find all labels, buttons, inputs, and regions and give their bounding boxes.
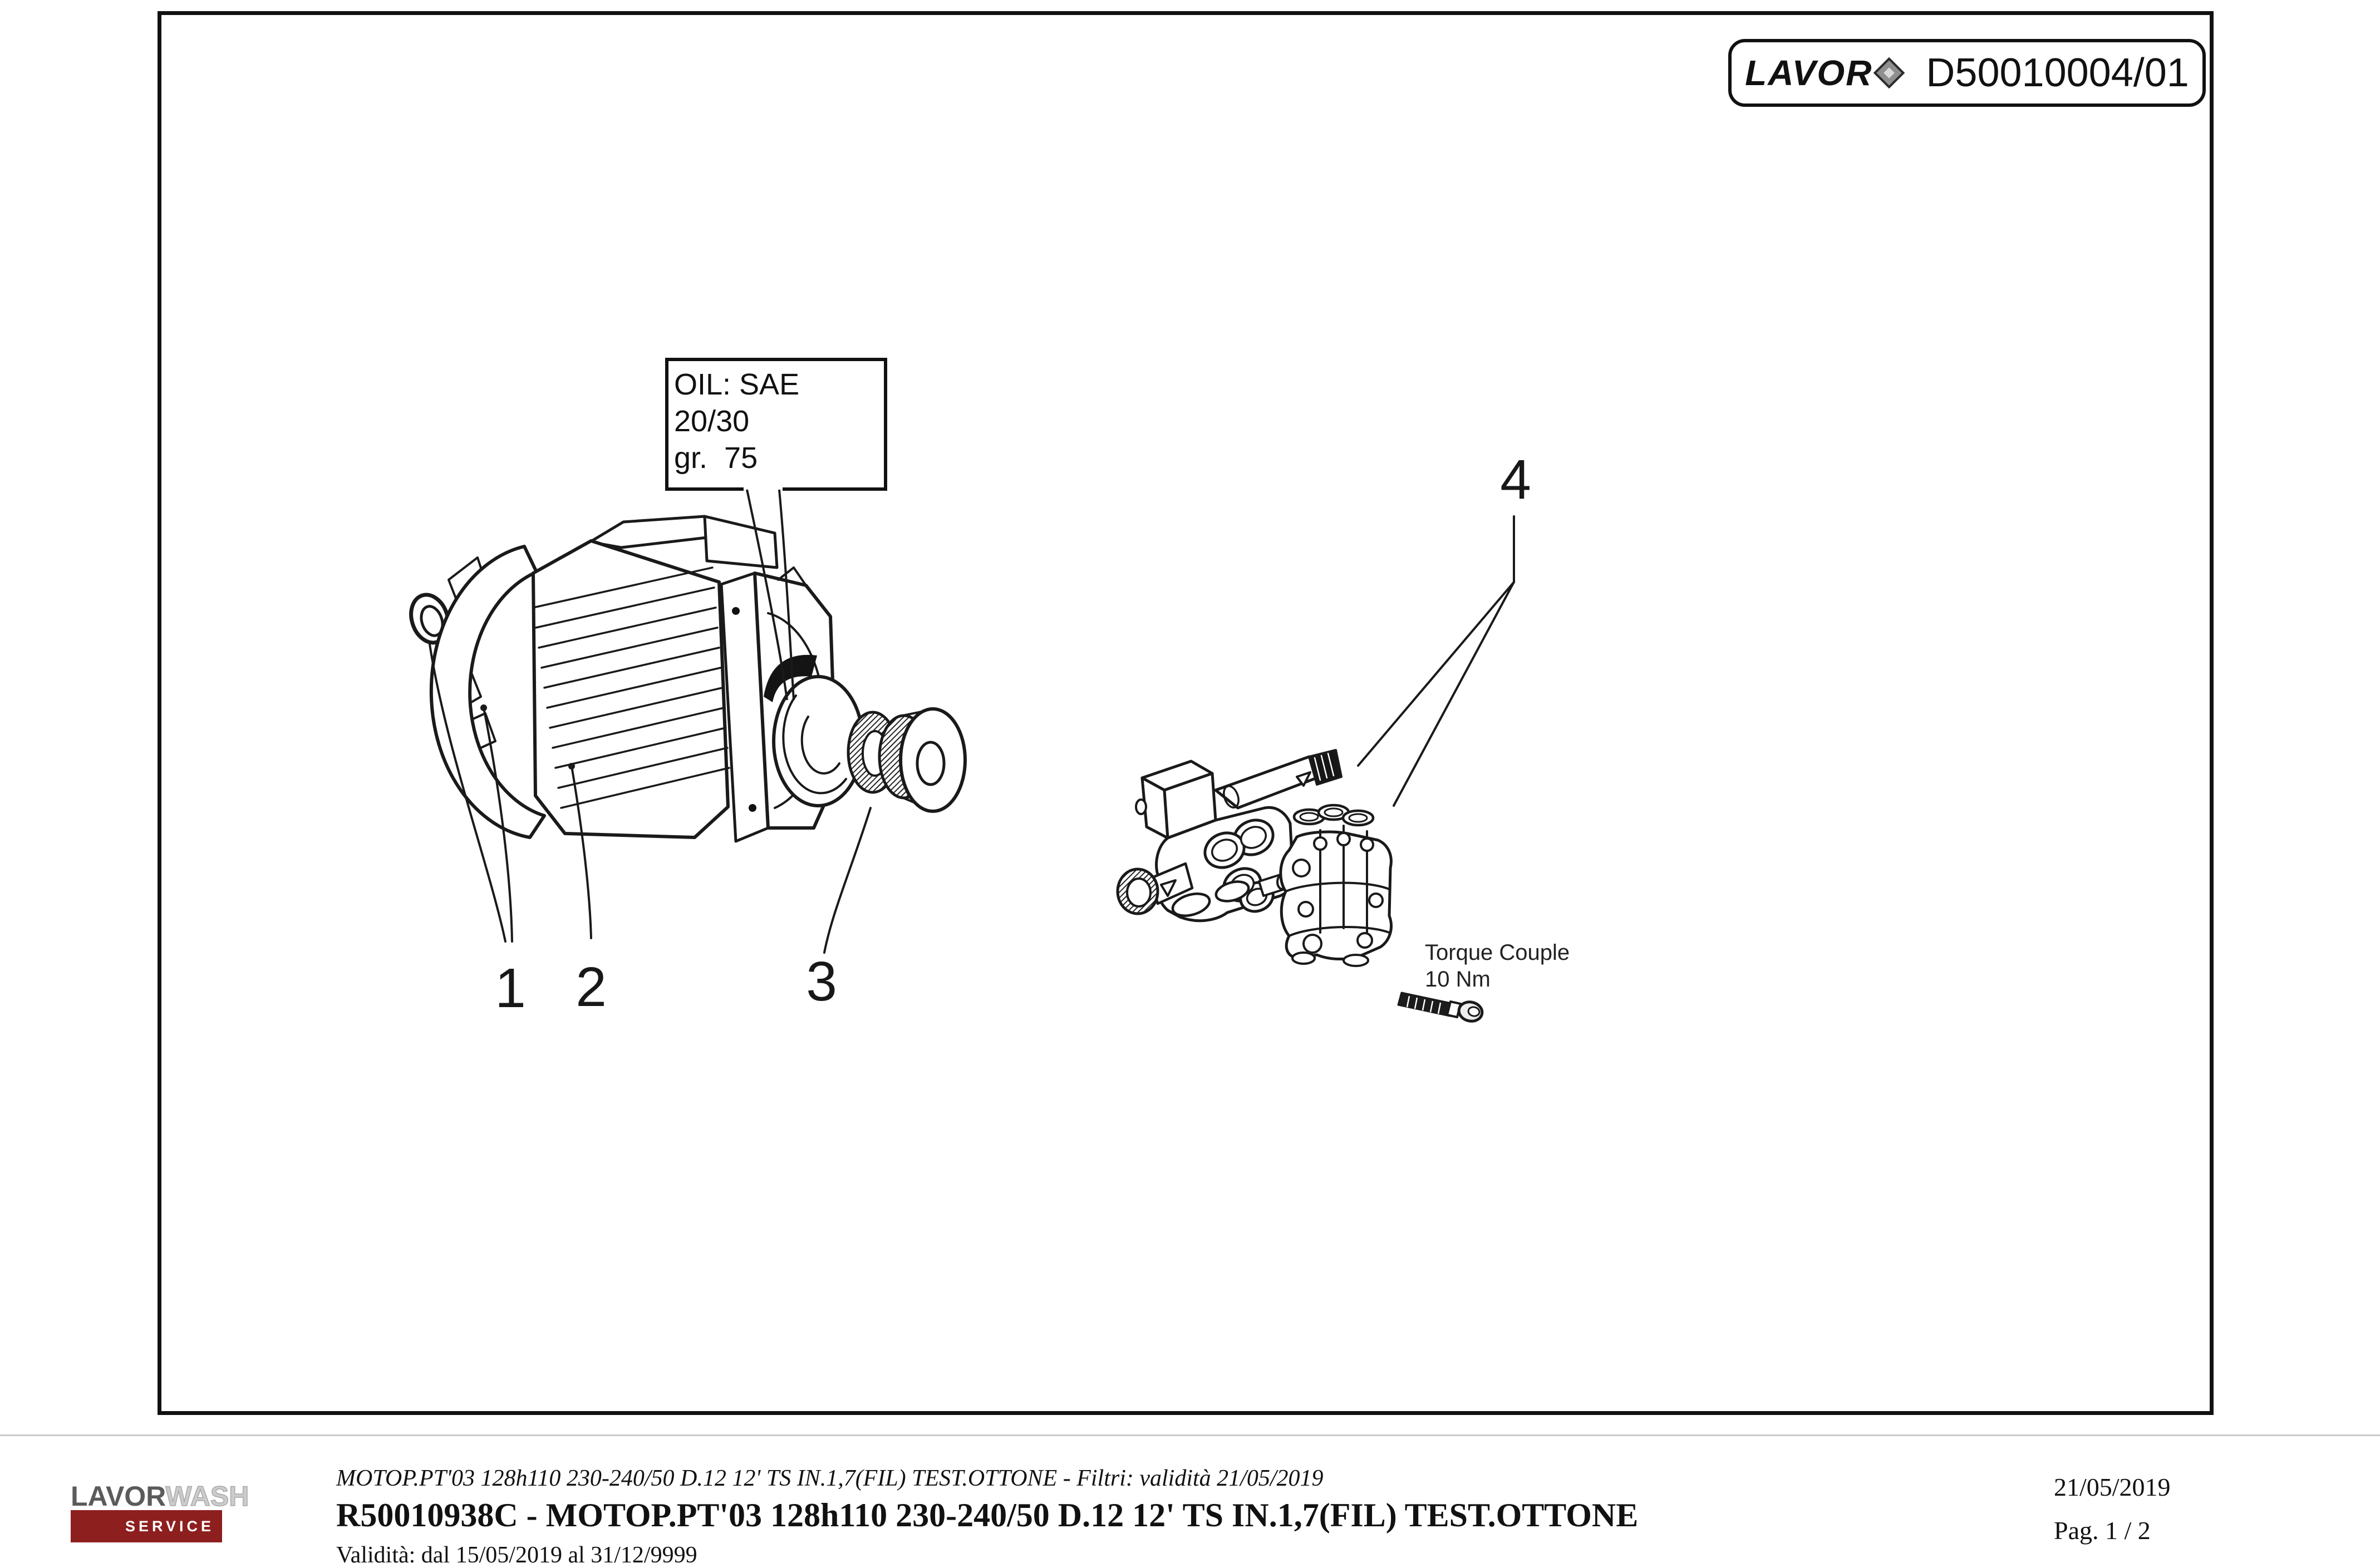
torque-annotation-line2: 10 Nm (1425, 967, 1491, 992)
lavor-logo: LAVOR (1745, 52, 1905, 93)
service-bar: SERVICE (71, 1510, 222, 1542)
document-number: D50010004/01 (1926, 51, 2189, 95)
oil-spec-label: OIL: SAE 20/30 gr. 75 (665, 358, 887, 491)
footer-filter-line: MOTOP.PT'03 128h110 230-240/50 D.12 12' … (336, 1466, 1324, 1491)
lavorwash-wordmark-lavor: LAVOR (71, 1481, 166, 1512)
lavorwash-service-logo: LAVORWASH SERVICE (71, 1481, 249, 1542)
callout-number-2: 2 (576, 956, 607, 1018)
oil-spec-line2: gr. 75 (674, 441, 758, 475)
callout-number-1: 1 (495, 957, 526, 1019)
callout-number-4: 4 (1500, 448, 1531, 511)
service-bar-label: SERVICE (125, 1517, 214, 1535)
lavor-diamond-icon (1873, 57, 1905, 89)
header-title-block: LAVOR D50010004/01 (1728, 39, 2206, 107)
callout-number-3: 3 (806, 950, 837, 1013)
drawing-frame (158, 11, 2214, 1415)
torque-annotation: Torque Couple 10 Nm (1425, 939, 1570, 993)
footer-validity-line: Validità: dal 15/05/2019 al 31/12/9999 (336, 1542, 697, 1568)
footer-document-info: MOTOP.PT'03 128h110 230-240/50 D.12 12' … (336, 1466, 1638, 1568)
lavor-logo-text: LAVOR (1745, 53, 1873, 93)
footer-page-block: 21/05/2019 Pag. 1 / 2 (2054, 1475, 2171, 1544)
lavorwash-wordmark: LAVORWASH (71, 1481, 249, 1512)
footer-separator (0, 1434, 2380, 1436)
oil-spec-line1: OIL: SAE 20/30 (674, 368, 800, 438)
footer-date: 21/05/2019 (2054, 1473, 2171, 1501)
lavorwash-wordmark-wash: WASH (165, 1481, 250, 1512)
footer-page-number: Pag. 1 / 2 (2054, 1516, 2151, 1545)
footer-title-line: R50010938C - MOTOP.PT'03 128h110 230-240… (336, 1497, 1639, 1534)
torque-annotation-line1: Torque Couple (1425, 940, 1570, 965)
